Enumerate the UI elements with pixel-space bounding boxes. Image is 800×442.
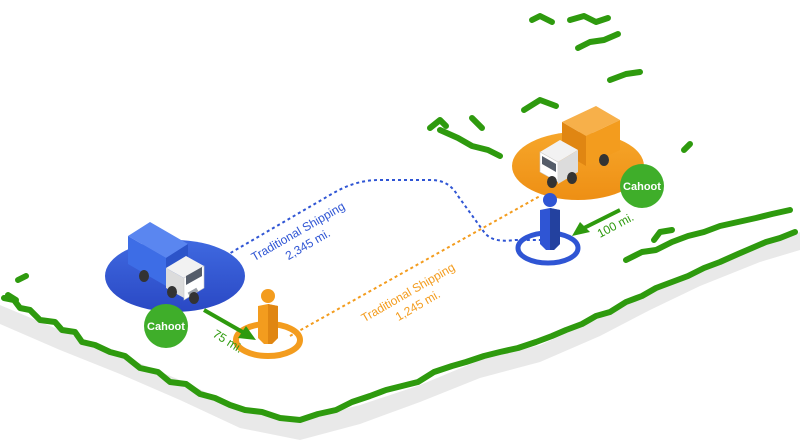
right-cahoot-badge: Cahoot [620,164,664,208]
orange-delivery-truck-icon [539,106,620,188]
coastline-north-2 [567,13,611,25]
blue-truck-hub [105,222,245,312]
coastline-north-3 [575,31,621,51]
orange-person-icon [258,289,278,344]
coastline-ridge [437,127,503,159]
land-shadow [0,232,800,440]
left-cahoot-badge-label: Cahoot [147,321,185,333]
coastline-north-1 [529,13,555,25]
coastline-bottom [1,229,798,423]
left-cahoot-arrow [203,308,256,340]
coastline-east-2 [651,227,675,243]
blue-delivery-truck-icon [128,222,205,304]
blue-person-icon [540,193,560,250]
left-cahoot-badge: Cahoot [144,304,188,348]
coastline-east [623,207,793,263]
coastline-north-5 [607,69,643,83]
right-cahoot-arrow [572,208,621,236]
orange-person-marker [233,289,303,359]
blue-route-line [214,179,540,263]
coastline-island-b [469,115,485,131]
coastline-island-a [427,117,449,131]
coastline-north-4 [521,97,559,113]
blue-route [214,179,540,263]
right-cahoot-badge-label: Cahoot [623,181,661,193]
orange-truck-hub [512,106,644,200]
blue-person-marker [515,193,581,266]
coastline-west-2 [15,273,29,283]
coastline-east-3 [681,141,693,153]
coastline [1,13,798,423]
coastline-west-1 [5,292,19,303]
